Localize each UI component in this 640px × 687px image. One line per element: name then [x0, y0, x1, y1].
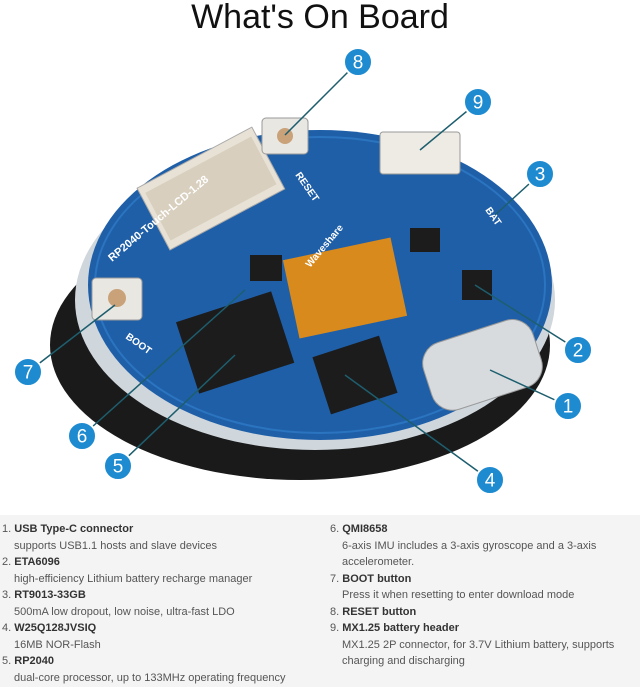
flash-chip	[312, 335, 398, 415]
item-number: 2.	[2, 556, 12, 568]
callout-5: 5	[103, 354, 236, 481]
page-title: What's On Board	[191, 0, 449, 36]
spec-item: 5. RP2040 dual-core processor, up to 133M…	[2, 653, 302, 686]
spec-item: 1. USB Type-C connector supports USB1.1 h…	[2, 521, 302, 554]
item-name: MX1.25 battery header	[342, 622, 460, 634]
rp2040-chip	[176, 291, 295, 394]
callout-number: 2	[573, 341, 584, 362]
item-number: 1.	[2, 523, 12, 535]
callout-number: 5	[113, 457, 124, 478]
imu-chip	[250, 255, 282, 281]
item-number: 6.	[330, 523, 340, 535]
item-number: 5.	[2, 655, 12, 667]
callout-circle	[553, 391, 583, 421]
item-number: 8.	[330, 605, 340, 618]
callout-number: 3	[535, 165, 546, 186]
callout-circle	[67, 421, 97, 451]
item-number: 3.	[2, 589, 12, 601]
boot-button-cap	[108, 289, 126, 307]
callout-circle	[103, 451, 133, 481]
fpc-connector	[136, 126, 286, 251]
item-name: RESET button	[342, 605, 417, 618]
callout-leader-line	[81, 289, 246, 437]
spec-item: 8. RESET button	[330, 604, 640, 621]
callout-leader-line	[474, 284, 579, 351]
callout-circle	[563, 335, 593, 365]
item-name: W25Q128JVSIQ	[14, 622, 97, 634]
callout-leader-line	[344, 374, 491, 481]
ldo-chip	[410, 228, 440, 252]
spec-list: 1. USB Type-C connector supports USB1.1 h…	[0, 515, 640, 687]
item-number: 7.	[330, 572, 340, 585]
callout-1: 1	[489, 369, 583, 421]
item-description: high-efficiency Lithium battery recharge…	[14, 572, 253, 585]
callout-9: 9	[419, 87, 493, 151]
battery-header	[379, 131, 461, 175]
spec-item: 2. ETA6096 high-efficiency Lithium batter…	[2, 554, 302, 587]
item-description: dual-core processor, up to 133MHz operat…	[14, 671, 286, 684]
callout-leader-line	[284, 61, 359, 136]
callout-circle	[13, 357, 43, 387]
touch-area	[282, 237, 408, 339]
item-description: 500mA low dropout, low noise, ultra-fast…	[14, 605, 235, 618]
usb-c-connector	[422, 319, 543, 411]
spec-item: 4. W25Q128JVSIQ 16MB NOR-Flash	[2, 620, 302, 653]
item-description: MX1.25 2P connector, for 3.7V Lithium ba…	[342, 638, 615, 668]
item-description: Press it when resetting to enter downloa…	[342, 589, 575, 601]
spec-item: 3. RT9013-33GB 500mA low dropout, low noi…	[2, 587, 302, 620]
callout-circle	[475, 465, 505, 495]
item-name: ETA6096	[14, 556, 60, 568]
callout-6: 6	[67, 289, 246, 451]
callout-number: 8	[353, 53, 364, 74]
item-name: RT9013-33GB	[14, 589, 86, 601]
spec-item: 6. QMI8658 6-axis IMU includes a 3-axis g…	[330, 521, 640, 571]
item-name: QMI8658	[342, 523, 388, 535]
callout-circle	[463, 87, 493, 117]
item-number: 4.	[2, 622, 12, 634]
item-description: supports USB1.1 hosts and slave devices	[14, 539, 218, 552]
callout-number: 6	[77, 427, 88, 448]
charger-chip	[462, 270, 492, 300]
board-diagram: RP2040-Touch-LCD-1.28 RESET BOOT BAT Wav…	[13, 47, 593, 495]
callout-leader-line	[117, 354, 236, 467]
item-name: RP2040	[14, 655, 55, 667]
callout-number: 9	[473, 93, 484, 114]
callout-circle	[343, 47, 373, 77]
callout-number: 7	[23, 363, 34, 384]
callout-4: 4	[344, 374, 505, 495]
item-number: 9.	[330, 622, 340, 634]
item-description: 6-axis IMU includes a 3-axis gyroscope a…	[342, 539, 597, 569]
callout-3: 3	[494, 159, 555, 216]
callout-2: 2	[474, 284, 593, 365]
callout-number: 4	[485, 471, 496, 492]
callout-circle	[525, 159, 555, 189]
item-description: 16MB NOR-Flash	[14, 638, 101, 651]
callout-8: 8	[284, 47, 373, 136]
callout-7: 7	[13, 304, 116, 387]
item-name: USB Type-C connector	[14, 523, 134, 535]
callout-number: 1	[563, 397, 574, 418]
callout-leader-line	[27, 304, 116, 373]
item-name: BOOT button	[342, 572, 412, 585]
